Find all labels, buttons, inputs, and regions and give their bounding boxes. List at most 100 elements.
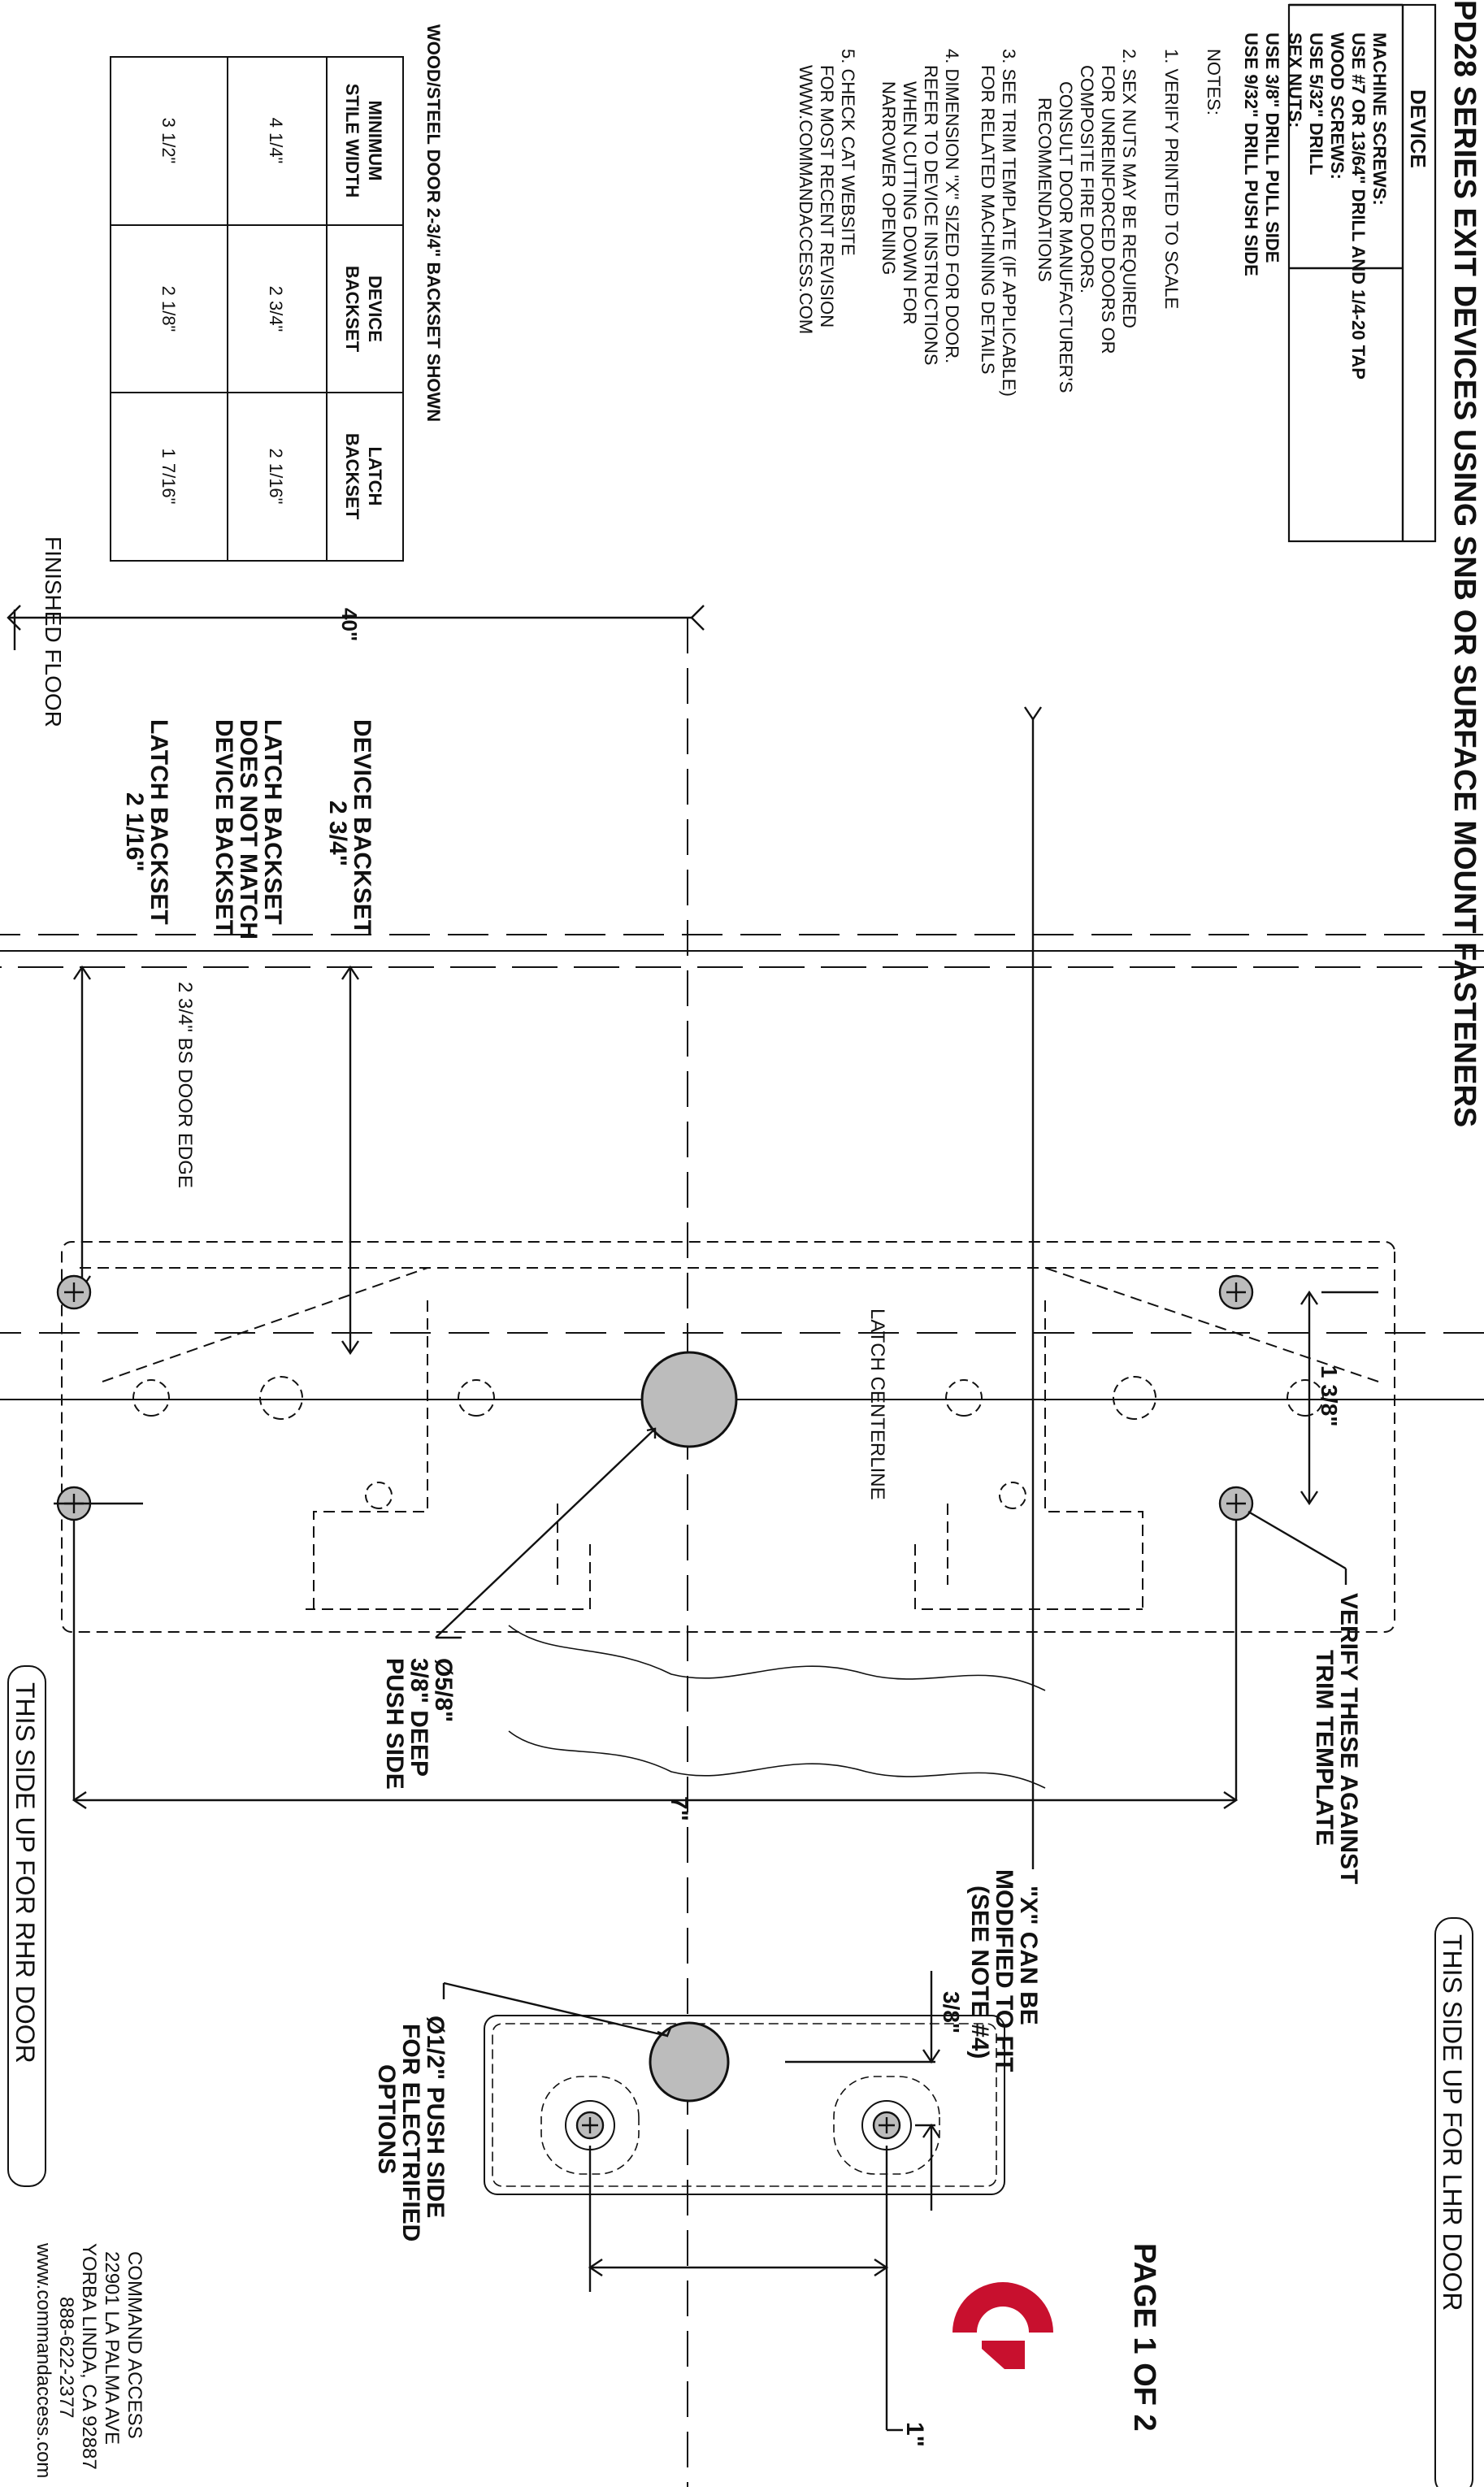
- latch-not-match-3: DEVICE BACKSET: [210, 719, 237, 935]
- verify-callout: VERIFY THESE AGAINST TRIM TEMPLATE: [1248, 1510, 1362, 1884]
- spec-box: DEVICE MACHINE SCREWS: USE #7 OR 13/64" …: [1285, 3, 1437, 543]
- finished-floor-label: FINISHED FLOOR: [41, 536, 66, 727]
- table-header-1b: STILE WIDTH: [342, 84, 362, 198]
- note-5c: WWW.COMMANDACCESS.COM: [796, 65, 816, 334]
- backset-dims: [73, 965, 359, 1356]
- table-cell-r1c2: 2 3/4": [266, 286, 286, 332]
- dim-7: 7": [54, 1502, 1239, 1821]
- electrified-box: [484, 2015, 1005, 2195]
- note-2d: CONSULT DOOR MANUFACTURER'S: [1056, 81, 1076, 393]
- dim-1-3-8: 1 3/8": [1300, 1290, 1378, 1506]
- note-2e: RECOMMENDATIONS: [1035, 98, 1055, 282]
- company-web: www.commandaccess.com: [33, 2242, 54, 2478]
- wood-screws-text: USE 5/32" DRILL: [1306, 33, 1326, 175]
- table-header-1a: MINIMUM: [365, 101, 385, 181]
- table-cell-r2c1: 3 1/2": [158, 118, 179, 164]
- device-backset-1: DEVICE BACKSET: [349, 719, 375, 935]
- latch-centerline-label: LATCH CENTERLINE: [866, 1308, 888, 1500]
- side-up-rhr: THIS SIDE UP FOR RHR DOOR: [7, 1665, 46, 2187]
- table-header-3a: LATCH: [365, 447, 385, 506]
- mounting-hole: [575, 2111, 605, 2140]
- page-title: PD28 SERIES EXIT DEVICES USING SNB OR SU…: [1447, 0, 1482, 1127]
- note-4b: REFER TO DEVICE INSTRUCTIONS: [921, 65, 941, 366]
- note-1: 1. VERIFY PRINTED TO SCALE: [1161, 49, 1182, 309]
- table-header-2a: DEVICE: [365, 276, 385, 342]
- note-3b: FOR RELATED MACHINING DETAILS: [978, 65, 998, 375]
- hole-12-line-3: OPTIONS: [373, 2064, 400, 2174]
- table-cell-r1c3: 2 1/16": [266, 449, 286, 505]
- table-cell-r1c1: 4 1/4": [266, 118, 286, 164]
- machine-screws-label: MACHINE SCREWS:: [1369, 33, 1390, 206]
- note-2c: COMPOSITE FIRE DOORS.: [1077, 65, 1097, 293]
- table-header-2b: BACKSET: [342, 266, 362, 353]
- dim-3-8: 3/8": [785, 1971, 964, 2211]
- table-cell-r2c2: 2 1/8": [158, 286, 179, 332]
- note-4c: WHEN CUTTING DOWN FOR: [900, 81, 920, 324]
- dim-40-label: 40": [337, 608, 362, 641]
- mounting-hole: [56, 1274, 92, 1310]
- side-up-lhr-label: THIS SIDE UP FOR LHR DOOR: [1438, 1934, 1467, 2311]
- dim-7-label: 7": [666, 1796, 692, 1821]
- company-address-2: YORBA LINDA, CA 92887: [78, 2243, 100, 2470]
- door-edge: 2 3/4" BS DOOR EDGE: [0, 966, 1484, 1188]
- company-phone: 888-622-2377: [55, 2297, 77, 2418]
- mounting-hole: [872, 2111, 901, 2140]
- x-modified-callout: "X" CAN BE MODIFIED TO FIT (SEE NOTE #4): [966, 706, 1042, 2072]
- hole-12-line-1: Ø1/2" PUSH SIDE: [422, 2016, 449, 2218]
- sex-nuts-line-2: USE 9/32" DRILL PUSH SIDE: [1241, 33, 1261, 276]
- hole-12-line-2: FOR ELECTRIFIED: [397, 2024, 424, 2241]
- note-2b: FOR UNREINFORCED DOORS OR: [1098, 65, 1118, 354]
- device-outline: [61, 1241, 1395, 1633]
- hole-58-line-2: 3/8" DEEP: [406, 1658, 432, 1777]
- machine-screws-text: USE #7 OR 13/64" DRILL AND 1/4-20 TAP: [1348, 33, 1369, 380]
- company-name: COMMAND ACCESS: [124, 2251, 145, 2439]
- latch-not-match-2: DOES NOT MATCH: [235, 719, 262, 940]
- dim-1-label: 1": [901, 2422, 928, 2447]
- note-4d: NARROWER OPENING: [879, 81, 899, 275]
- hole-1-2: Ø1/2" PUSH SIDE FOR ELECTRIFIED OPTIONS: [373, 1981, 730, 2241]
- dim-1: 1": [588, 2146, 928, 2447]
- table-cell-r2c3: 1 7/16": [158, 449, 179, 505]
- side-up-lhr: THIS SIDE UP FOR LHR DOOR: [1434, 1917, 1473, 2491]
- note-3a: 3. SEE TRIM TEMPLATE (IF APPLICABLE): [999, 49, 1019, 397]
- note-2a: 2. SEX NUTS MAY BE REQUIRED: [1119, 49, 1139, 328]
- table-caption: WOOD/STEEL DOOR 2-3/4" BACKSET SHOWN: [423, 24, 444, 422]
- finished-floor: FINISHED FLOOR: [13, 536, 66, 727]
- notes-heading: NOTES:: [1204, 49, 1224, 115]
- verify-line-2: TRIM TEMPLATE: [1311, 1650, 1338, 1846]
- notes-block: NOTES: 1. VERIFY PRINTED TO SCALE 2. SEX…: [796, 49, 1224, 397]
- spec-heading: DEVICE: [1406, 89, 1430, 168]
- dim-40: 40": [7, 605, 705, 641]
- mounting-hole: [1218, 1274, 1254, 1310]
- note-5b: FOR MOST RECENT REVISION: [817, 65, 837, 328]
- device-slots: [132, 1376, 1324, 1509]
- hole-5-8: Ø5/8" 3/8" DEEP PUSH SIDE: [381, 1351, 738, 1790]
- page-number: PAGE 1 OF 2: [1127, 2243, 1161, 2432]
- break-lines: [508, 1625, 1046, 1789]
- sex-nuts-line-1: USE 3/8" DRILL PULL SIDE: [1262, 33, 1282, 263]
- latch-backset-1: LATCH BACKSET: [145, 719, 172, 925]
- bs-door-edge-label: 2 3/4" BS DOOR EDGE: [174, 982, 196, 1188]
- company-logo: [952, 2282, 1053, 2369]
- sex-nuts-lines: USE 3/8" DRILL PULL SIDE USE 9/32" DRILL…: [1241, 33, 1282, 276]
- x-mod-line-3: (SEE NOTE #4): [966, 1886, 993, 2059]
- hole-58-line-3: PUSH SIDE: [381, 1658, 408, 1790]
- note-5a: 5. CHECK CAT WEBSITE: [838, 49, 858, 256]
- verify-line-1: VERIFY THESE AGAINST: [1335, 1593, 1362, 1884]
- latch-not-match-1: LATCH BACKSET: [259, 719, 286, 925]
- device-backset-2: 2 3/4": [324, 801, 351, 866]
- hole-58-line-1: Ø5/8": [430, 1658, 457, 1722]
- latch-backset-2: 2 1/16": [121, 792, 148, 872]
- dim-3-8-label: 3/8": [939, 1991, 964, 2033]
- table-header-3b: BACKSET: [342, 433, 362, 520]
- side-up-rhr-label: THIS SIDE UP FOR RHR DOOR: [11, 1682, 40, 2064]
- sex-nuts-label: SEX NUTS:: [1285, 33, 1305, 128]
- mounting-hole: [1218, 1486, 1254, 1521]
- company-info: COMMAND ACCESS 22901 LA PALMA AVE YORBA …: [33, 2242, 145, 2478]
- company-address-1: 22901 LA PALMA AVE: [101, 2251, 123, 2445]
- backset-labels: DEVICE BACKSET 2 3/4" LATCH BACKSET DOES…: [121, 719, 375, 940]
- x-mod-line-1: "X" CAN BE: [1015, 1886, 1042, 2025]
- backset-table: WOOD/STEEL DOOR 2-3/4" BACKSET SHOWN MIN…: [110, 24, 444, 562]
